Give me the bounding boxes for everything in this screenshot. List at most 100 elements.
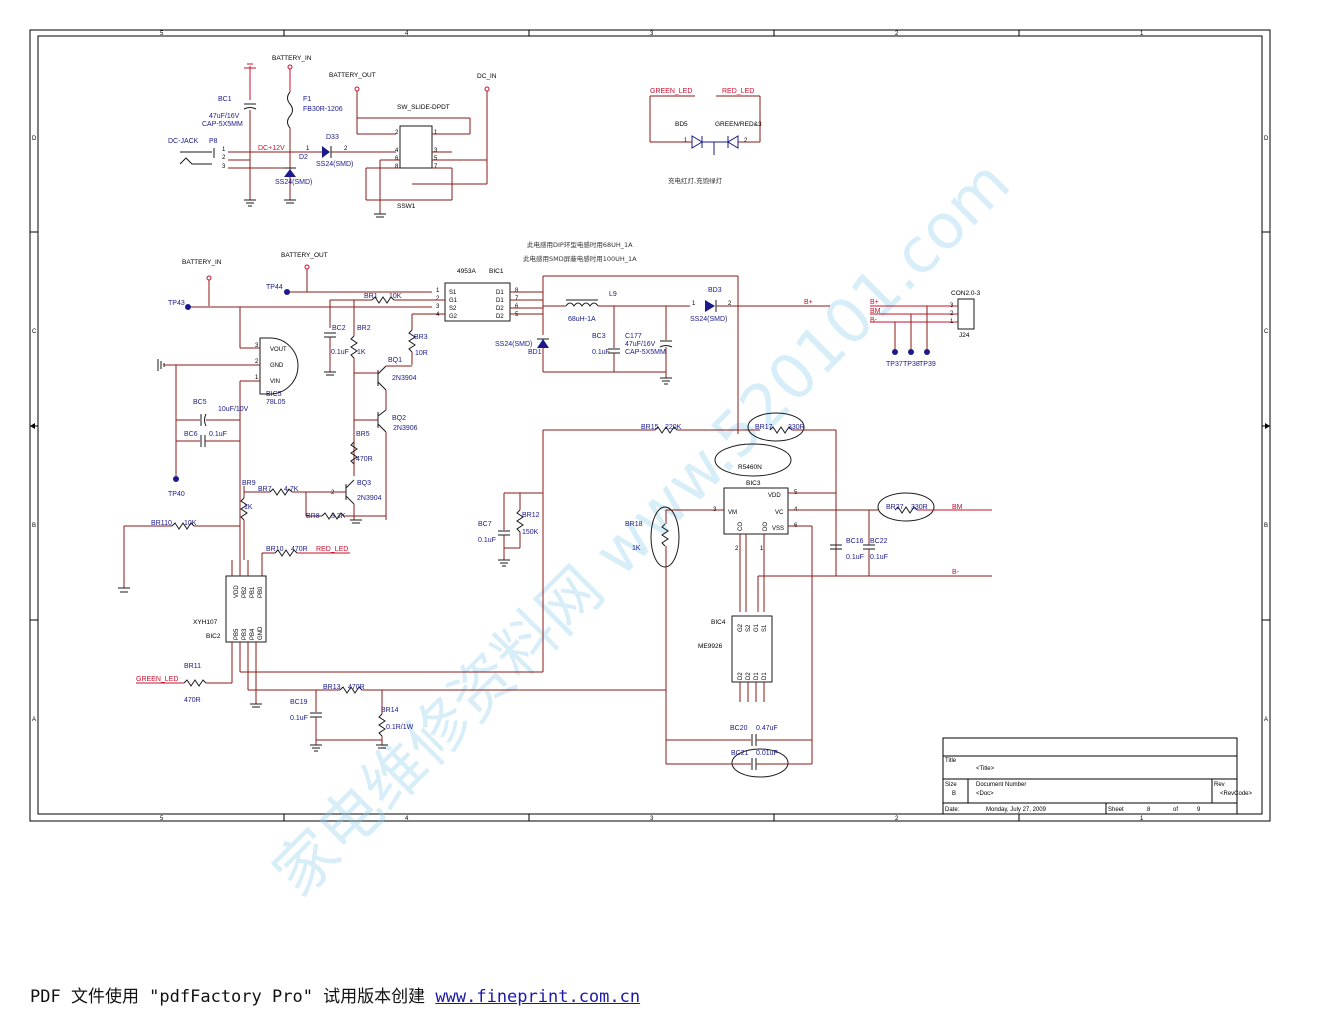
- bc3-value: 0.1uF: [592, 349, 610, 356]
- zone-top-1: 1: [1140, 31, 1144, 37]
- d2-ref: D2: [299, 154, 308, 161]
- svg-text:2: 2: [436, 296, 440, 302]
- zone-side-a-right: A: [1264, 717, 1268, 723]
- bic2-pin-gnd: GND: [258, 626, 264, 640]
- br5-ref: BR5: [356, 431, 370, 438]
- br27-value: 330R: [911, 504, 928, 511]
- zone-bottom-2: 2: [895, 816, 899, 822]
- zone-side-b: B: [32, 523, 36, 529]
- input-power-section: BC1 47uF/16V CAP-5X5MM BATTERY_IN F1 FB3…: [168, 55, 497, 218]
- bc6-value: 0.1uF: [209, 431, 227, 438]
- bm-net: BM: [952, 504, 963, 511]
- br17-value: 330R: [788, 424, 805, 431]
- bic4-pin-d2a: D2: [738, 672, 744, 680]
- zone-side-a: A: [32, 717, 36, 723]
- bd3-ref: BD3: [708, 287, 722, 294]
- ssw1-ref: SSW1: [397, 203, 416, 210]
- battery-in-label-1: BATTERY_IN: [272, 55, 312, 62]
- bc5-ref: BC5: [193, 399, 207, 406]
- svg-text:6: 6: [515, 304, 519, 310]
- br14-value: 0.1R/1W: [386, 724, 414, 731]
- con-pin-bm: BM: [870, 308, 881, 315]
- zone-side-c: C: [32, 329, 37, 335]
- drawing-frame: [29, 29, 1271, 822]
- svg-text:1: 1: [255, 375, 259, 381]
- svg-text:2: 2: [728, 301, 732, 307]
- l9-value: 68uH-1A: [568, 316, 596, 323]
- inductor-note-1: 此电感用DIP环型电感时用68UH_1A: [527, 240, 633, 249]
- bd1-ref: BD1: [528, 349, 542, 356]
- bq3-value: 2N3904: [357, 495, 382, 502]
- date-value: Monday, July 27, 2009: [986, 807, 1047, 813]
- battery-out-label-2: BATTERY_OUT: [281, 252, 328, 259]
- bic2-pin-vdd: VDD: [234, 585, 240, 598]
- dc-jack-ref: DC-JACK: [168, 138, 199, 145]
- green-led-net: GREEN_LED: [136, 676, 178, 683]
- br12-value: 150K: [522, 529, 539, 536]
- svg-text:1: 1: [684, 138, 688, 144]
- bic4-pin-d2b: D2: [746, 672, 752, 680]
- bic4-pin-d1a: D1: [754, 672, 760, 680]
- zone-bottom-4: 4: [405, 816, 409, 822]
- svg-text:2: 2: [331, 490, 335, 496]
- zone-bottom-5: 5: [160, 816, 164, 822]
- led-note: 充电红灯,充饱绿灯: [668, 176, 723, 185]
- svg-text:2: 2: [735, 546, 739, 552]
- c177-ref: C177: [625, 333, 642, 340]
- br17-ref: BR17: [755, 424, 773, 431]
- svg-text:7: 7: [434, 164, 438, 170]
- svg-text:6: 6: [395, 156, 399, 162]
- size-label: Size: [945, 782, 957, 788]
- br11-value: 470R: [184, 697, 201, 704]
- sheet-label: Sheet: [1108, 807, 1124, 813]
- c177-value: 47uF/16V: [625, 341, 656, 348]
- svg-text:4: 4: [395, 148, 399, 154]
- b-minus-net: B-: [952, 569, 960, 576]
- br7-value: 4.7K: [284, 486, 299, 493]
- bic4-pin-s2: S2: [746, 624, 752, 632]
- r5460n-label: R5460N: [738, 464, 762, 471]
- br12-ref: BR12: [522, 512, 540, 519]
- bic4-ref: BIC4: [711, 619, 726, 626]
- of-value: 9: [1197, 807, 1201, 813]
- bc20-ref: BC20: [730, 725, 748, 732]
- sheet-value: 8: [1147, 807, 1151, 813]
- bic5-gnd-pin: GND: [270, 363, 284, 369]
- bic3-pin-vc: VC: [775, 510, 784, 516]
- svg-text:3: 3: [436, 304, 440, 310]
- bic3-pin-vm: VM: [728, 510, 737, 516]
- d33-value: SS24(SMD): [316, 161, 353, 168]
- zone-top-2: 2: [895, 31, 899, 37]
- bc6-ref: BC6: [184, 431, 198, 438]
- svg-text:D1: D1: [496, 290, 504, 296]
- svg-text:1: 1: [434, 130, 438, 136]
- fineprint-link[interactable]: www.fineprint.com.cn: [435, 987, 641, 1007]
- bq1-ref: BQ1: [388, 357, 402, 364]
- title-label: Title: [945, 758, 957, 764]
- br13-value: 470R: [348, 684, 365, 691]
- protection-section: BR15 220K BR17 330R R5460N BIC3 VDD VM V…: [290, 412, 992, 778]
- bq2-value: 2N3906: [393, 425, 418, 432]
- br15-ref: BR15: [641, 424, 659, 431]
- bd1-value: SS24(SMD): [495, 341, 532, 348]
- j24-ref: J24: [959, 332, 970, 339]
- bc2-ref: BC2: [332, 325, 346, 332]
- bc16-value: 0.1uF: [846, 554, 864, 561]
- br2-ref: BR2: [357, 325, 371, 332]
- bic5-vout-pin: VOUT: [270, 347, 287, 353]
- bic3-pin-co: CO: [738, 522, 744, 531]
- con-pin-bminus: B-: [870, 317, 878, 324]
- tp43-ref: TP43: [168, 300, 185, 307]
- svg-text:8: 8: [515, 288, 519, 294]
- svg-text:3: 3: [222, 164, 226, 170]
- d2-value: SS24(SMD): [275, 179, 312, 186]
- battery-in-label-2: BATTERY_IN: [182, 259, 222, 266]
- br14-ref: BR14: [381, 707, 399, 714]
- br3-ref: BR3: [414, 334, 428, 341]
- xyh107-label: XYH107: [193, 619, 218, 626]
- svg-text:1: 1: [692, 301, 696, 307]
- svg-text:3: 3: [255, 343, 259, 349]
- bic3-pin-vdd: VDD: [768, 493, 781, 499]
- svg-text:4: 4: [436, 312, 440, 318]
- br3-value: 10R: [415, 350, 428, 357]
